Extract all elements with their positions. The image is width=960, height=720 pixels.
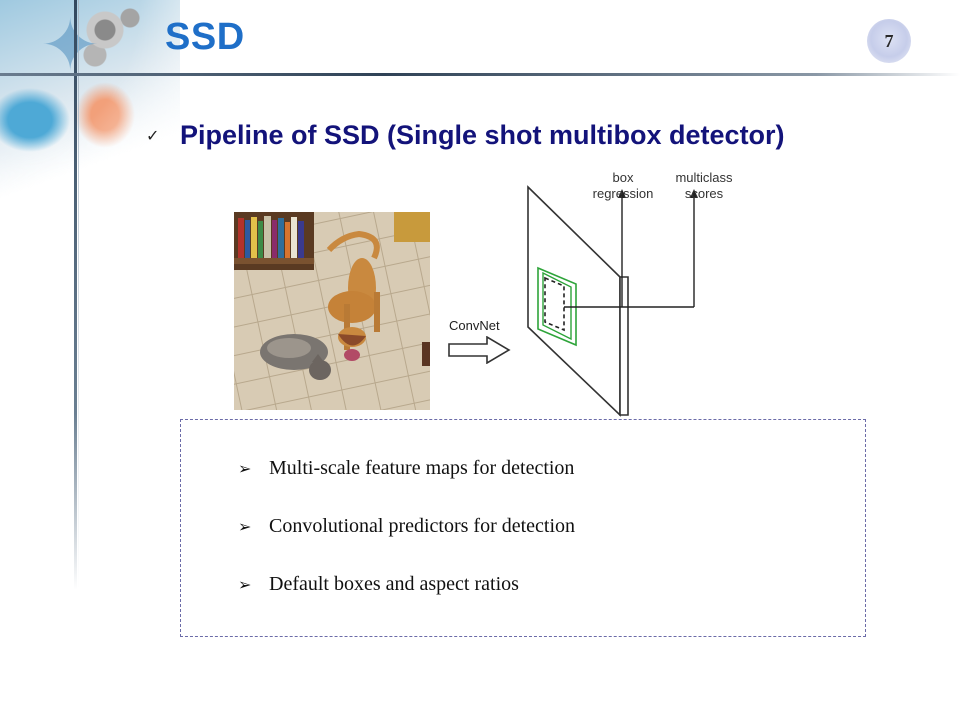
slide-title: SSD [165,16,245,59]
vertical-rule [74,0,77,590]
feature-item: ➢ Multi-scale feature maps for detection [238,457,574,480]
feature-item: ➢ Default boxes and aspect ratios [238,573,519,596]
feature-text: Convolutional predictors for detection [269,515,575,538]
check-icon: ✓ [146,126,180,146]
feature-item: ➢ Convolutional predictors for detection [238,515,575,538]
multiclass-label-line1: multiclass [654,170,754,186]
multiclass-label-line2: scores [654,186,754,202]
pointer-arrow-icon: ➢ [238,575,269,594]
title-underline [0,73,960,76]
subtitle-row: ✓ Pipeline of SSD (Single shot multibox … [146,120,785,151]
slide-subtitle: Pipeline of SSD (Single shot multibox de… [180,120,785,151]
input-photo [234,212,430,410]
feature-map-side-face [620,277,628,415]
star-icon: ✦ [40,10,100,82]
feature-text: Default boxes and aspect ratios [269,573,519,596]
multiclass-scores-label: multiclass scores [654,170,754,202]
decorative-corner-image: ✦ [0,0,180,200]
convnet-label: ConvNet [449,318,500,333]
vertical-rule-light [78,0,79,590]
pointer-arrow-icon: ➢ [238,459,269,478]
page-number-badge: 7 [867,19,911,63]
feature-map-diagram [500,165,710,425]
feature-text: Multi-scale feature maps for detection [269,457,574,480]
pointer-arrow-icon: ➢ [238,517,269,536]
